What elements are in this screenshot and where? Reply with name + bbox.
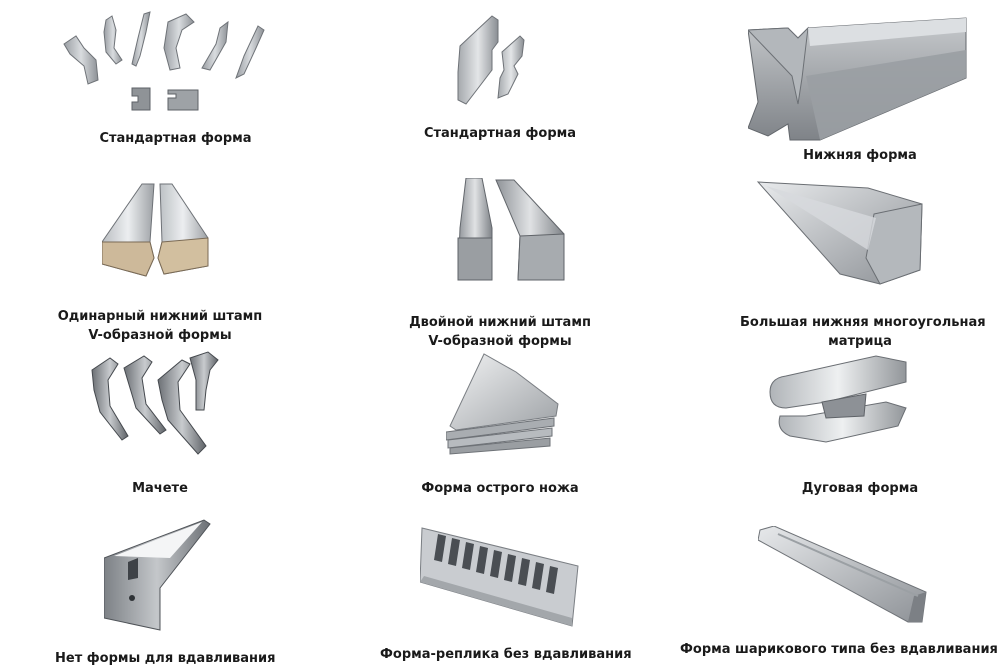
- sharp-knife-tool-image: [446, 352, 560, 456]
- product-caption-line1: Двойной нижний штамп: [409, 315, 591, 330]
- lower-die-image: [748, 16, 968, 142]
- product-caption: Форма шарикового типа без вдавливания: [680, 642, 998, 657]
- replica-die-image: [420, 520, 580, 628]
- radius-tool-image: [766, 352, 912, 452]
- product-caption: Мачете: [132, 481, 188, 496]
- double-v-die-image: [454, 178, 566, 282]
- multi-v-die-image: [756, 178, 924, 286]
- hemming-die-image: [104, 518, 214, 632]
- product-caption: Нет формы для вдавливания: [55, 651, 276, 666]
- standard-punch-set-image: [58, 8, 273, 116]
- product-caption: Нижняя форма: [803, 148, 917, 163]
- gooseneck-punch-image: [448, 12, 538, 108]
- product-caption: Форма-реплика без вдавливания: [380, 647, 632, 662]
- product-caption-line2: V-образной формы: [88, 328, 232, 343]
- product-caption: Стандартная форма: [99, 131, 252, 146]
- product-caption: Форма острого ножа: [421, 481, 579, 496]
- machete-punch-image: [88, 350, 224, 458]
- product-caption: Стандартная форма: [423, 126, 577, 141]
- product-caption-line1: Большая нижняя многоугольная: [740, 315, 986, 330]
- ball-type-die-image: [758, 526, 928, 624]
- product-caption-line2: матрица: [828, 334, 892, 349]
- product-caption-line2: V-образной формы: [428, 334, 572, 349]
- single-v-die-image: [102, 180, 212, 280]
- product-caption-line1: Одинарный нижний штамп: [57, 309, 263, 324]
- product-caption: Дуговая форма: [801, 481, 919, 496]
